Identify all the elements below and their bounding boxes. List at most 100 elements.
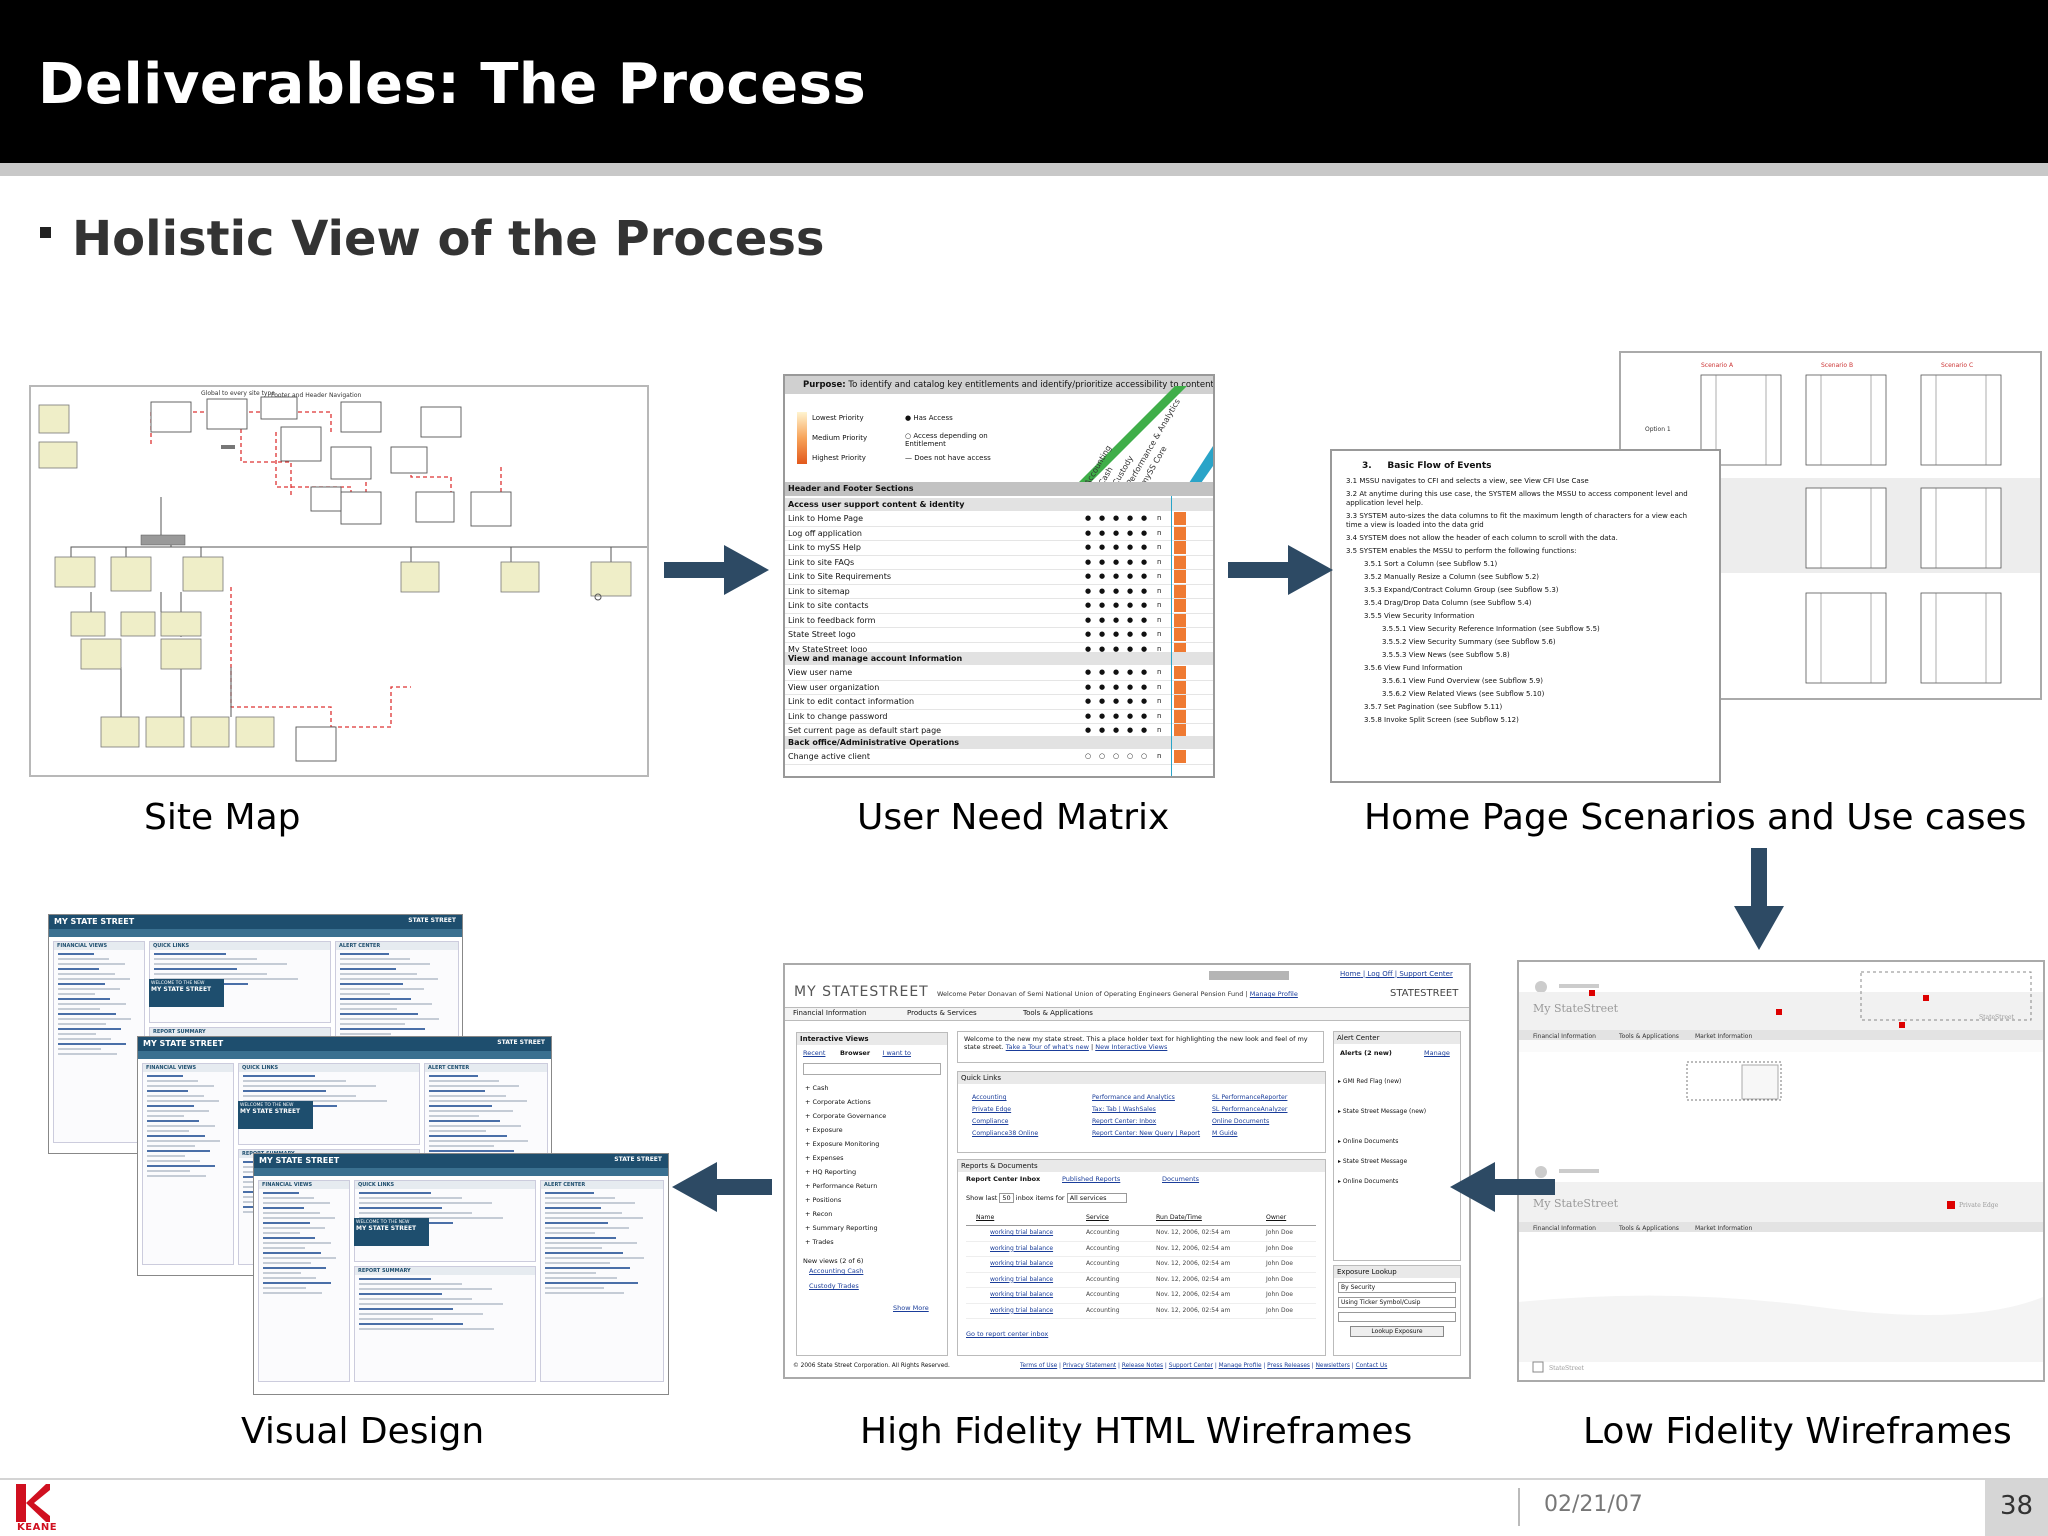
hifi-iv-item[interactable]: + Performance Return [805, 1182, 878, 1190]
hifi-nav-tools[interactable]: Tools & Applications [1023, 1009, 1093, 1017]
access-dot-icon: ● [1099, 711, 1106, 720]
hifi-table-header-cell[interactable]: Name [976, 1214, 995, 1221]
hifi-tab-inbox[interactable]: Report Center Inbox [966, 1175, 1041, 1183]
hifi-tab-documents[interactable]: Documents [1162, 1175, 1200, 1183]
hifi-footer-link[interactable]: Terms of Use [1020, 1363, 1058, 1369]
vd-brand-right: STATE STREET [614, 1156, 662, 1163]
matrix-row-label: Link to mySS Help [788, 543, 861, 552]
hifi-iv-item[interactable]: + Expenses [805, 1154, 844, 1162]
hifi-table-cell[interactable]: working trial balance [990, 1291, 1054, 1298]
hifi-footer: © 2006 State Street Corporation. All Rig… [793, 1363, 950, 1369]
hifi-new-view-1[interactable]: Accounting Cash [809, 1267, 864, 1275]
hifi-table-header-cell[interactable]: Service [1086, 1214, 1109, 1221]
matrix-n-mark: n [1157, 557, 1162, 566]
hifi-iv-item[interactable]: + Corporate Governance [805, 1112, 887, 1120]
svg-text:Tools & Applications: Tools & Applications [1618, 1033, 1679, 1040]
vd-text-line [147, 1080, 199, 1082]
hifi-iv-filter[interactable] [803, 1063, 941, 1075]
hifi-table-cell[interactable]: working trial balance [990, 1306, 1054, 1314]
hifi-footer-link[interactable]: Release Notes [1121, 1363, 1164, 1369]
hifi-iv-item[interactable]: + HQ Reporting [805, 1168, 857, 1176]
vd-text-line [58, 1053, 117, 1055]
matrix-n-mark: n [1157, 586, 1162, 595]
vd-text-line [263, 1242, 331, 1244]
vd-panel: FINANCIAL VIEWS [258, 1180, 350, 1382]
hifi-alert-item[interactable]: ▸ Online Documents [1338, 1178, 1399, 1185]
hifi-table-header-cell[interactable]: Run Date/Time [1156, 1214, 1202, 1221]
use-case-line: 3.4 SYSTEM does not allow the header of … [1346, 534, 1618, 542]
hifi-footer-link[interactable]: Support Center [1168, 1363, 1213, 1369]
hifi-alert-item[interactable]: ▸ Online Documents [1338, 1138, 1399, 1145]
vd-text-line [263, 1252, 321, 1254]
hifi-alert-manage[interactable]: Manage [1424, 1049, 1450, 1057]
hifi-iv-item[interactable]: + Summary Reporting [805, 1224, 878, 1232]
arrow-left-1-icon [1450, 1162, 1555, 1212]
hifi-quick-link[interactable]: Online Documents [1212, 1118, 1270, 1125]
vd-text-line [429, 1135, 508, 1137]
matrix-rows-group-3: Change active client○○○○○n [785, 750, 1213, 765]
priority-cell [1174, 526, 1186, 540]
hifi-footer-link[interactable]: Privacy Statement [1062, 1363, 1117, 1369]
hifi-go-report[interactable]: Go to report center inbox [966, 1330, 1049, 1338]
access-dot-icon: ● [1085, 586, 1092, 595]
hifi-quick-link[interactable]: Report Center: Inbox [1092, 1118, 1157, 1125]
vd-text-line [263, 1287, 307, 1289]
hifi-footer-link[interactable]: Manage Profile [1218, 1363, 1262, 1369]
matrix-row-label: Link to site FAQs [788, 557, 855, 567]
access-dot-icon: ● [1127, 586, 1134, 595]
hifi-quick-link[interactable]: M Guide [1212, 1130, 1238, 1137]
hifi-security-input[interactable] [1338, 1312, 1456, 1322]
hifi-by-security[interactable]: By Security [1338, 1282, 1456, 1293]
hifi-nav-products[interactable]: Products & Services [907, 1009, 977, 1017]
hifi-footer-link[interactable]: Press Releases [1267, 1363, 1310, 1369]
vd-text-line [359, 1197, 462, 1199]
hifi-quick-link[interactable]: SL PerformanceReporter [1212, 1094, 1288, 1101]
use-case-line: 3.5.8 Invoke Split Screen (see Subflow 5… [1364, 716, 1519, 724]
hifi-table-cell[interactable]: working trial balance [990, 1229, 1054, 1236]
vd-text-line [359, 1298, 473, 1300]
hifi-footer-link[interactable]: Contact Us [1355, 1363, 1388, 1369]
hifi-brand: MY STATESTREET [794, 984, 929, 1000]
hifi-quick-link[interactable]: Tax: Tab | WashSales [1092, 1106, 1156, 1113]
matrix-n-mark: n [1157, 726, 1162, 734]
hifi-quick-link[interactable]: Compliance [972, 1118, 1009, 1125]
hifi-alert-item[interactable]: ▸ State Street Message (new) [1338, 1108, 1427, 1115]
hifi-show-more[interactable]: Show More [893, 1304, 929, 1312]
hifi-footer-link[interactable]: Newsletters [1315, 1363, 1350, 1369]
hifi-lookup-button[interactable]: Lookup Exposure [1350, 1326, 1444, 1337]
hifi-iv-item[interactable]: + Corporate Actions [805, 1098, 871, 1106]
access-dot-icon: ● [1085, 543, 1092, 551]
hifi-quick-link[interactable]: Performance and Analytics [1092, 1094, 1175, 1101]
legend-none: — Does not have access [905, 454, 991, 462]
matrix-n-mark: n [1157, 682, 1162, 691]
hifi-table-cell[interactable]: working trial balance [990, 1275, 1054, 1283]
hifi-iv-item[interactable]: + Exposure [805, 1126, 843, 1134]
access-dot-icon: ● [1127, 572, 1134, 580]
hifi-iv-item[interactable]: + Exposure Monitoring [805, 1140, 880, 1148]
hifi-table-cell[interactable]: working trial balance [990, 1260, 1054, 1267]
hifi-iv-item[interactable]: + Cash [805, 1084, 829, 1092]
access-dot-icon: ● [1127, 557, 1134, 566]
hifi-quick-link[interactable]: Accounting [972, 1094, 1007, 1101]
hifi-quick-link[interactable]: SL PerformanceAnalyzer [1212, 1106, 1288, 1113]
vd-text-line [58, 968, 100, 970]
hifi-iv-item[interactable]: + Trades [805, 1238, 834, 1246]
hifi-iv-item[interactable]: + Recon [805, 1210, 833, 1218]
matrix-section-header: Header and Footer Sections [785, 482, 1213, 496]
hifi-alert-item[interactable]: ▸ State Street Message [1338, 1158, 1408, 1165]
hifi-table-header-cell[interactable]: Owner [1266, 1214, 1287, 1221]
vd-text-line [58, 983, 105, 985]
hifi-table-cell[interactable]: working trial balance [990, 1244, 1054, 1252]
hifi-tab-published[interactable]: Published Reports [1062, 1175, 1121, 1183]
hifi-alert-item[interactable]: ▸ GMI Red Flag (new) [1338, 1078, 1402, 1085]
hifi-quick-link[interactable]: Report Center: New Query | Report [1092, 1130, 1201, 1137]
hifi-quick-link[interactable]: Private Edge [972, 1106, 1012, 1113]
hifi-using-ticker[interactable]: Using Ticker Symbol/Cusip [1338, 1297, 1456, 1308]
hifi-quick-link[interactable]: Compliance38 Online [972, 1130, 1039, 1137]
hifi-iv-item[interactable]: + Positions [805, 1196, 842, 1204]
hifi-nav-financial[interactable]: Financial Information [793, 1009, 867, 1017]
use-case-line: 3.5.5.2 View Security Summary (see Subfl… [1382, 638, 1556, 646]
hifi-new-view-2[interactable]: Custody Trades [809, 1282, 859, 1290]
